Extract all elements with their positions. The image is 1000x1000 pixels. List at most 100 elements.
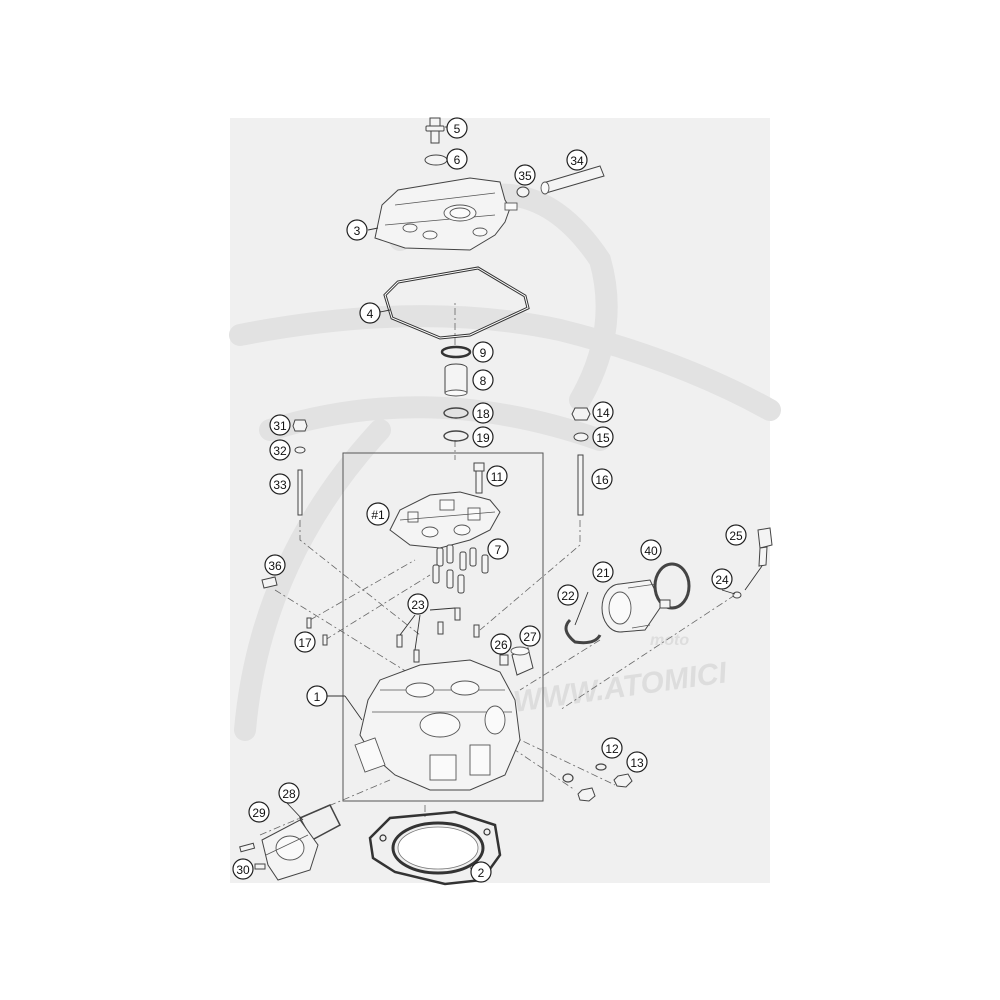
svg-text:5: 5 xyxy=(454,122,461,136)
callout-15: 15 xyxy=(592,426,614,448)
pin-part xyxy=(306,617,328,646)
intake-flange-part xyxy=(601,579,663,633)
svg-text:16: 16 xyxy=(595,473,609,487)
callout-21: 21 xyxy=(592,561,614,583)
valve-guides-part xyxy=(432,544,489,594)
callout-24: 24 xyxy=(711,568,733,590)
screw-plug-part xyxy=(577,787,596,802)
callout-19: 19 xyxy=(472,426,494,448)
svg-text:2: 2 xyxy=(478,866,485,880)
svg-text:9: 9 xyxy=(480,346,487,360)
svg-text:12: 12 xyxy=(605,742,619,756)
svg-text:27: 27 xyxy=(523,630,537,644)
svg-text:7: 7 xyxy=(495,543,502,557)
callout-22: 22 xyxy=(557,584,579,606)
breather-hose-part xyxy=(540,165,605,195)
assembly-lines xyxy=(259,300,736,836)
callout-7: 7 xyxy=(487,538,509,560)
callout-13: 13 xyxy=(626,751,648,773)
stud-part xyxy=(577,454,584,516)
svg-text:18: 18 xyxy=(476,407,490,421)
callout-25: 25 xyxy=(725,524,747,546)
svg-text:26: 26 xyxy=(494,638,508,652)
callout-14: 14 xyxy=(592,401,614,423)
callout-1: 1 xyxy=(306,685,328,707)
svg-text:35: 35 xyxy=(518,169,532,183)
dowel-pins-part xyxy=(396,607,480,663)
callout-2: 2 xyxy=(470,861,492,883)
svg-text:13: 13 xyxy=(630,756,644,770)
stud-nut-part xyxy=(292,419,308,432)
plug-seal-part xyxy=(595,763,607,771)
stud-part xyxy=(297,469,303,516)
plug-tube-part xyxy=(444,363,468,397)
callout-8: 8 xyxy=(472,369,494,391)
watermark-moto: moto xyxy=(650,632,689,649)
svg-text:25: 25 xyxy=(729,529,743,543)
callout-27: 27 xyxy=(519,625,541,647)
callout-5: 5 xyxy=(446,117,468,139)
svg-text:30: 30 xyxy=(236,863,250,877)
o-ring-part xyxy=(443,407,469,419)
sleeve-part xyxy=(499,646,534,676)
hose-clamp-part xyxy=(516,186,530,198)
cylinder-head-part xyxy=(354,659,521,791)
bolt-part xyxy=(425,117,445,144)
svg-text:29: 29 xyxy=(252,806,266,820)
svg-text:24: 24 xyxy=(715,573,729,587)
svg-text:36: 36 xyxy=(268,559,282,573)
svg-text:1: 1 xyxy=(314,690,321,704)
svg-text:17: 17 xyxy=(298,636,312,650)
callout-35: 35 xyxy=(514,164,536,186)
fitting-part xyxy=(261,576,278,589)
callout-17: 17 xyxy=(294,631,316,653)
intake-clamp-part xyxy=(564,618,602,645)
svg-text:8: 8 xyxy=(480,374,487,388)
callout-33: 33 xyxy=(269,473,291,495)
flange-clamp-part xyxy=(653,562,691,610)
o-ring-part xyxy=(443,430,469,442)
assembly-boundary xyxy=(342,452,544,802)
head-gasket-part xyxy=(368,810,502,886)
plug-seal-part xyxy=(562,773,574,783)
exhaust-flange-part xyxy=(261,819,319,881)
svg-text:21: 21 xyxy=(596,566,610,580)
svg-text:3: 3 xyxy=(354,224,361,238)
svg-text:19: 19 xyxy=(476,431,490,445)
callout-30: 30 xyxy=(232,858,254,880)
callout-29: 29 xyxy=(248,801,270,823)
svg-text:34: 34 xyxy=(570,154,584,168)
valve-cover-part xyxy=(374,177,518,251)
cover-gasket-part xyxy=(383,266,530,340)
svg-text:#1: #1 xyxy=(371,508,385,522)
camshaft-bolt-part xyxy=(473,462,485,494)
svg-text:40: 40 xyxy=(644,544,658,558)
leader-lines xyxy=(286,126,736,871)
svg-text:23: 23 xyxy=(411,598,425,612)
svg-text:28: 28 xyxy=(282,787,296,801)
callout-16: 16 xyxy=(591,468,613,490)
callout-34: 34 xyxy=(566,149,588,171)
sensor-seal-part xyxy=(732,591,742,599)
callout-12: 12 xyxy=(601,737,623,759)
washer-part xyxy=(424,154,448,166)
exhaust-bolt-part xyxy=(239,842,266,870)
callout-18: 18 xyxy=(472,402,494,424)
stud-nut-part xyxy=(571,407,591,421)
svg-text:33: 33 xyxy=(273,478,287,492)
svg-text:14: 14 xyxy=(596,406,610,420)
callout-6: 6 xyxy=(446,148,468,170)
callout-32: 32 xyxy=(269,439,291,461)
callout-labels: 1 2 3 4 5 6 7 8 9 11 12 13 14 15 16 17 1… xyxy=(232,117,747,883)
svg-text:11: 11 xyxy=(491,470,504,484)
svg-text:15: 15 xyxy=(596,431,610,445)
stud-washer-part xyxy=(573,432,589,442)
camshaft-bridge-part xyxy=(389,491,501,549)
stud-washer-part xyxy=(294,446,306,454)
callout-40: 40 xyxy=(640,539,662,561)
seal-ring-part xyxy=(440,345,472,359)
svg-text:31: 31 xyxy=(273,419,287,433)
callout-31: 31 xyxy=(269,414,291,436)
callout-3: 3 xyxy=(346,219,368,241)
